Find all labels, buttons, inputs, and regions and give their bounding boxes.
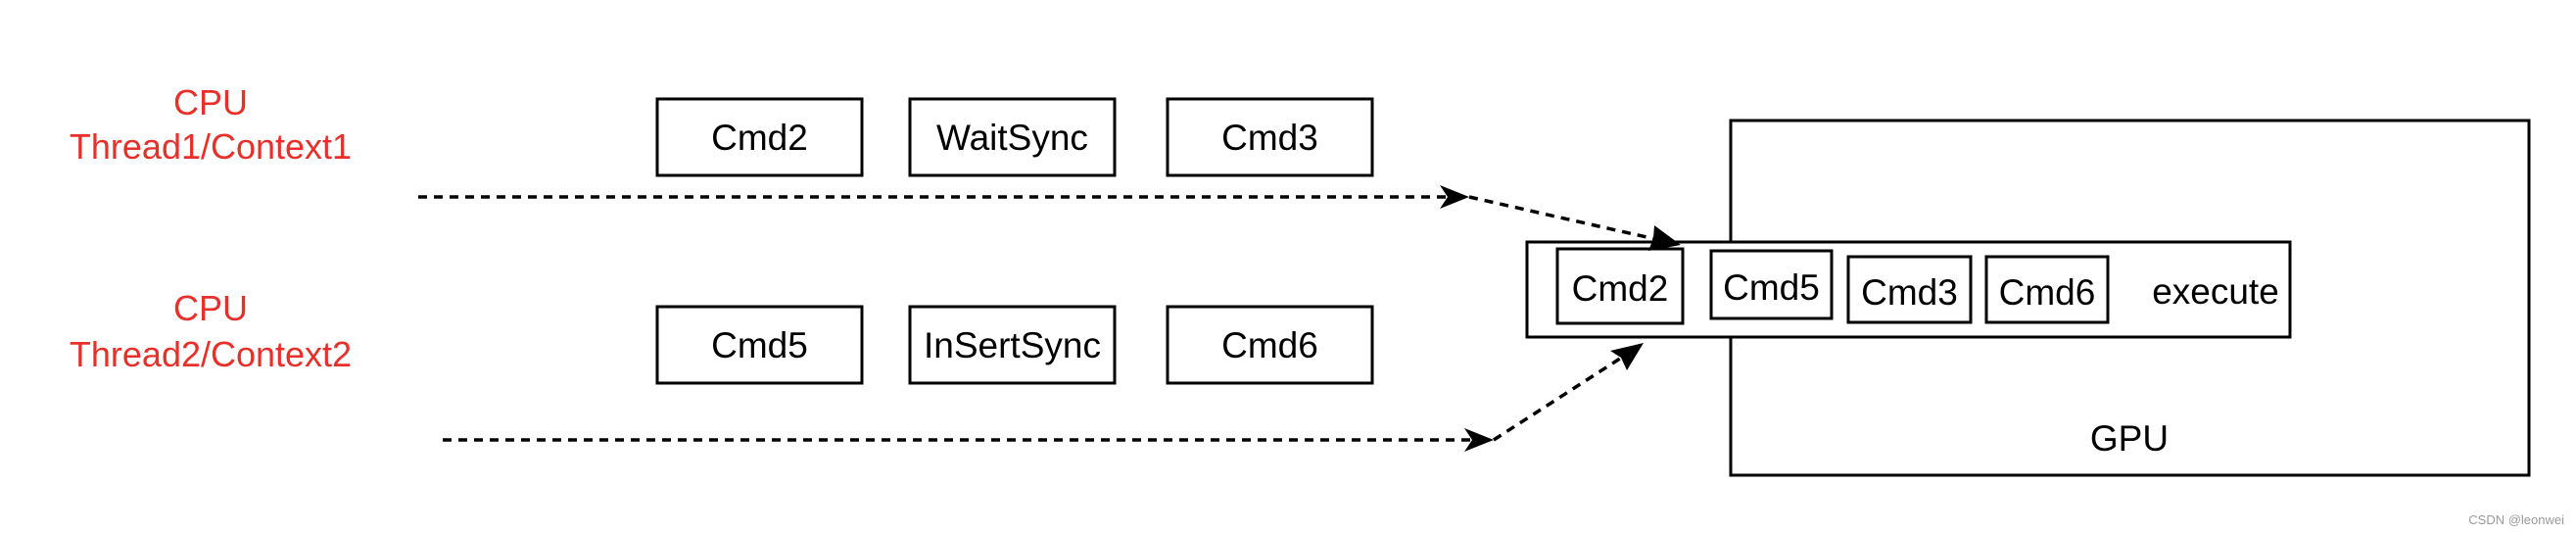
cpu1-context: Thread1/Context1 <box>70 126 352 167</box>
thread2-cmd-1: Cmd5 <box>655 305 864 385</box>
queue-item-4-box <box>1984 255 2110 324</box>
thread2-cmd-2: InSertSync <box>908 305 1117 385</box>
queue-item-3-box <box>1846 255 1973 324</box>
thread1-cmd-3-label: Cmd3 <box>1221 118 1318 158</box>
queue-item-2-box <box>1709 249 1834 320</box>
thread1-arrow-merge-line <box>1468 195 1656 241</box>
cpu2-context: Thread2/Context2 <box>70 334 352 374</box>
thread2-cmd-3: Cmd6 <box>1166 305 1374 385</box>
thread1-cmd-2: WaitSync <box>908 97 1117 177</box>
execute-label: execute <box>2152 271 2279 312</box>
queue-item-3-label: Cmd3 <box>1861 272 1958 313</box>
thread2-cmd-2-box <box>908 305 1117 385</box>
thread1-cmd-3: Cmd3 <box>1166 97 1374 177</box>
queue-item-1-label: Cmd2 <box>1572 268 1669 309</box>
thread1-cmd-2-label: WaitSync <box>936 118 1088 158</box>
cpu1-label: CPU Thread1/Context1 <box>70 82 352 167</box>
cpu2-title: CPU <box>173 288 248 328</box>
cpu1-title: CPU <box>173 82 248 122</box>
thread2-arrow <box>443 343 1644 452</box>
thread2-cmd-3-label: Cmd6 <box>1221 325 1318 365</box>
thread1-cmd-1-box <box>655 97 864 177</box>
cpu2-label: CPU Thread2/Context2 <box>70 288 352 374</box>
thread2-arrow-merge-line <box>1493 355 1624 442</box>
thread2-cmd-2-label: InSertSync <box>924 325 1101 365</box>
thread1-cmd-1: Cmd2 <box>655 97 864 177</box>
thread1-cmd-3-box <box>1166 97 1374 177</box>
thread2-merge-arrow-head <box>1610 343 1644 370</box>
queue-item-2-label: Cmd5 <box>1723 267 1820 308</box>
thread2-cmd-1-label: Cmd5 <box>711 325 808 365</box>
thread1-cmd-1-label: Cmd2 <box>711 118 808 158</box>
queue-item-1-box <box>1555 247 1685 325</box>
thread2-cmd-3-box <box>1166 305 1374 385</box>
thread2-arrow-head <box>1464 428 1494 452</box>
thread1-cmd-2-box <box>908 97 1117 177</box>
gpu-label: GPU <box>2090 418 2169 459</box>
thread1-arrow-head <box>1440 185 1469 209</box>
watermark: CSDN @leonwei <box>2468 512 2564 527</box>
thread1-merge-arrow-head <box>1648 225 1681 251</box>
execute-queue: Cmd2 Cmd5 Cmd3 Cmd6 execute <box>1525 240 2292 339</box>
thread2-cmd-1-box <box>655 305 864 385</box>
thread1-arrow <box>418 185 1681 251</box>
queue-item-4-label: Cmd6 <box>1999 272 2096 313</box>
